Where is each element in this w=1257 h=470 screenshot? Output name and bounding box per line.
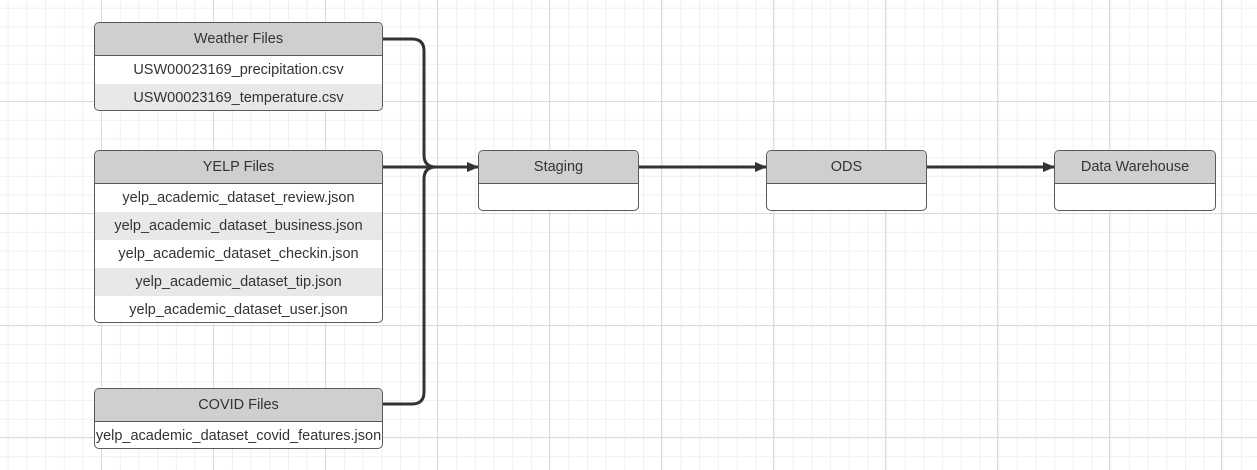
weather-files-title: Weather Files — [95, 23, 382, 56]
yelp-files-box[interactable]: YELP Files yelp_academic_dataset_review.… — [94, 150, 383, 323]
connector-weather — [382, 37, 437, 169]
file-item: yelp_academic_dataset_user.json — [129, 302, 348, 318]
file-item: yelp_academic_dataset_covid_features.jso… — [95, 428, 382, 444]
ods-body — [767, 184, 926, 210]
connector-covid — [382, 165, 437, 406]
staging-box[interactable]: Staging — [478, 150, 639, 211]
covid-files-box[interactable]: COVID Files yelp_academic_dataset_covid_… — [94, 388, 383, 449]
ods-box[interactable]: ODS — [766, 150, 927, 211]
covid-files-title: COVID Files — [95, 389, 382, 422]
ods-title: ODS — [767, 151, 926, 184]
yelp-files-title: YELP Files — [95, 151, 382, 184]
data-warehouse-body — [1055, 184, 1215, 210]
file-item: USW00023169_precipitation.csv — [133, 62, 344, 78]
data-warehouse-title: Data Warehouse — [1055, 151, 1215, 184]
file-item: yelp_academic_dataset_tip.json — [95, 268, 382, 296]
staging-body — [479, 184, 638, 210]
weather-files-box[interactable]: Weather Files USW00023169_precipitation.… — [94, 22, 383, 111]
file-item: USW00023169_temperature.csv — [95, 84, 382, 110]
file-item: yelp_academic_dataset_review.json — [122, 190, 355, 206]
staging-title: Staging — [479, 151, 638, 184]
file-item: yelp_academic_dataset_checkin.json — [118, 246, 359, 262]
file-item: yelp_academic_dataset_business.json — [95, 212, 382, 240]
data-warehouse-box[interactable]: Data Warehouse — [1054, 150, 1216, 211]
